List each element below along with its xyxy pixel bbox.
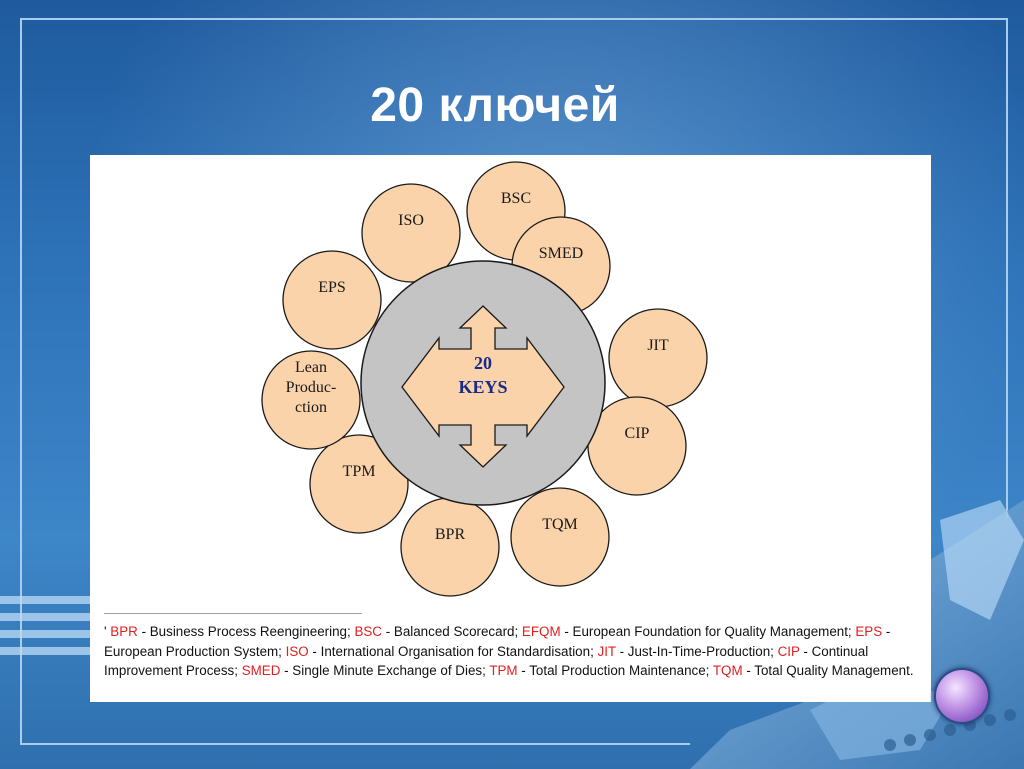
footnote-definition: - Total Production Maintenance;	[517, 663, 710, 678]
key-label: CIP	[625, 425, 650, 442]
key-iso: ISO	[361, 183, 461, 283]
key-label: Produc-	[286, 379, 337, 396]
slide-title: 20 ключей	[370, 79, 620, 132]
footnote-abbr: EFQM	[521, 624, 561, 639]
footnote-abbr: SMED	[241, 663, 281, 678]
center-label-number: 20	[474, 353, 492, 373]
key-label: ISO	[398, 212, 424, 229]
key-eps: EPS	[282, 250, 382, 350]
footnote-abbr: EPS	[855, 624, 883, 639]
key-tqm: TQM	[510, 487, 610, 587]
key-circle	[587, 396, 687, 496]
key-cip: CIP	[587, 396, 687, 496]
footnote-definition: - European Foundation for Quality Manage…	[560, 624, 856, 639]
key-circle	[309, 434, 409, 534]
frame-bottom-line	[20, 743, 690, 745]
key-label: ction	[295, 399, 327, 416]
footnote-definition: - International Organisation for Standar…	[308, 643, 598, 659]
key-label: SMED	[539, 245, 583, 262]
frame-left-line	[20, 18, 22, 743]
navigation-button[interactable]	[936, 670, 988, 722]
key-label: Lean	[295, 359, 327, 376]
footnote-abbr: JIT	[597, 643, 616, 659]
footnote-definition: - Business Process Reengineering;	[137, 624, 355, 639]
key-circle	[510, 487, 610, 587]
footnote-abbr: TQM	[712, 663, 743, 678]
footnote-definition: - Total Quality Management.	[742, 663, 914, 678]
key-label: TPM	[343, 463, 376, 480]
key-circle	[608, 308, 708, 408]
key-circle	[400, 497, 500, 597]
key-label: EPS	[318, 279, 346, 296]
key-circle	[361, 183, 461, 283]
key-jit: JIT	[608, 308, 708, 408]
center-label-keys: KEYS	[458, 377, 507, 397]
key-label: TQM	[542, 516, 578, 533]
footnote-abbr: TPM	[489, 663, 518, 678]
footnote-abbr: BPR	[110, 624, 138, 639]
four-way-arrow	[401, 305, 565, 468]
key-label: JIT	[647, 337, 669, 354]
key-tpm: TPM	[309, 434, 409, 534]
footnote-abbr: ISO	[285, 643, 309, 659]
key-label: BPR	[435, 526, 466, 543]
key-label: BSC	[501, 190, 531, 207]
key-circle	[261, 350, 361, 450]
footnote-definition: - Single Minute Exchange of Dies;	[280, 663, 490, 678]
frame-right-line	[1006, 18, 1008, 518]
decorative-stripes	[0, 596, 92, 696]
footnote-marker: '	[104, 624, 107, 639]
footnote-definition: - Balanced Scorecard;	[381, 624, 522, 639]
footnote-definition: - Continual Improvement Process;	[104, 643, 869, 679]
key-bpr: BPR	[400, 497, 500, 597]
key-circle	[282, 250, 382, 350]
footnote-abbr: BSC	[354, 624, 382, 639]
footnote-definition: - European Production System;	[104, 624, 891, 659]
footnote-abbr: CIP	[777, 643, 800, 659]
footnote-rule	[104, 613, 362, 614]
footnote-definition: - Just-In-Time-Production;	[615, 643, 778, 659]
frame-top-line	[20, 18, 1008, 20]
footnote: ' BPR - Business Process Reengineering; …	[104, 622, 920, 681]
